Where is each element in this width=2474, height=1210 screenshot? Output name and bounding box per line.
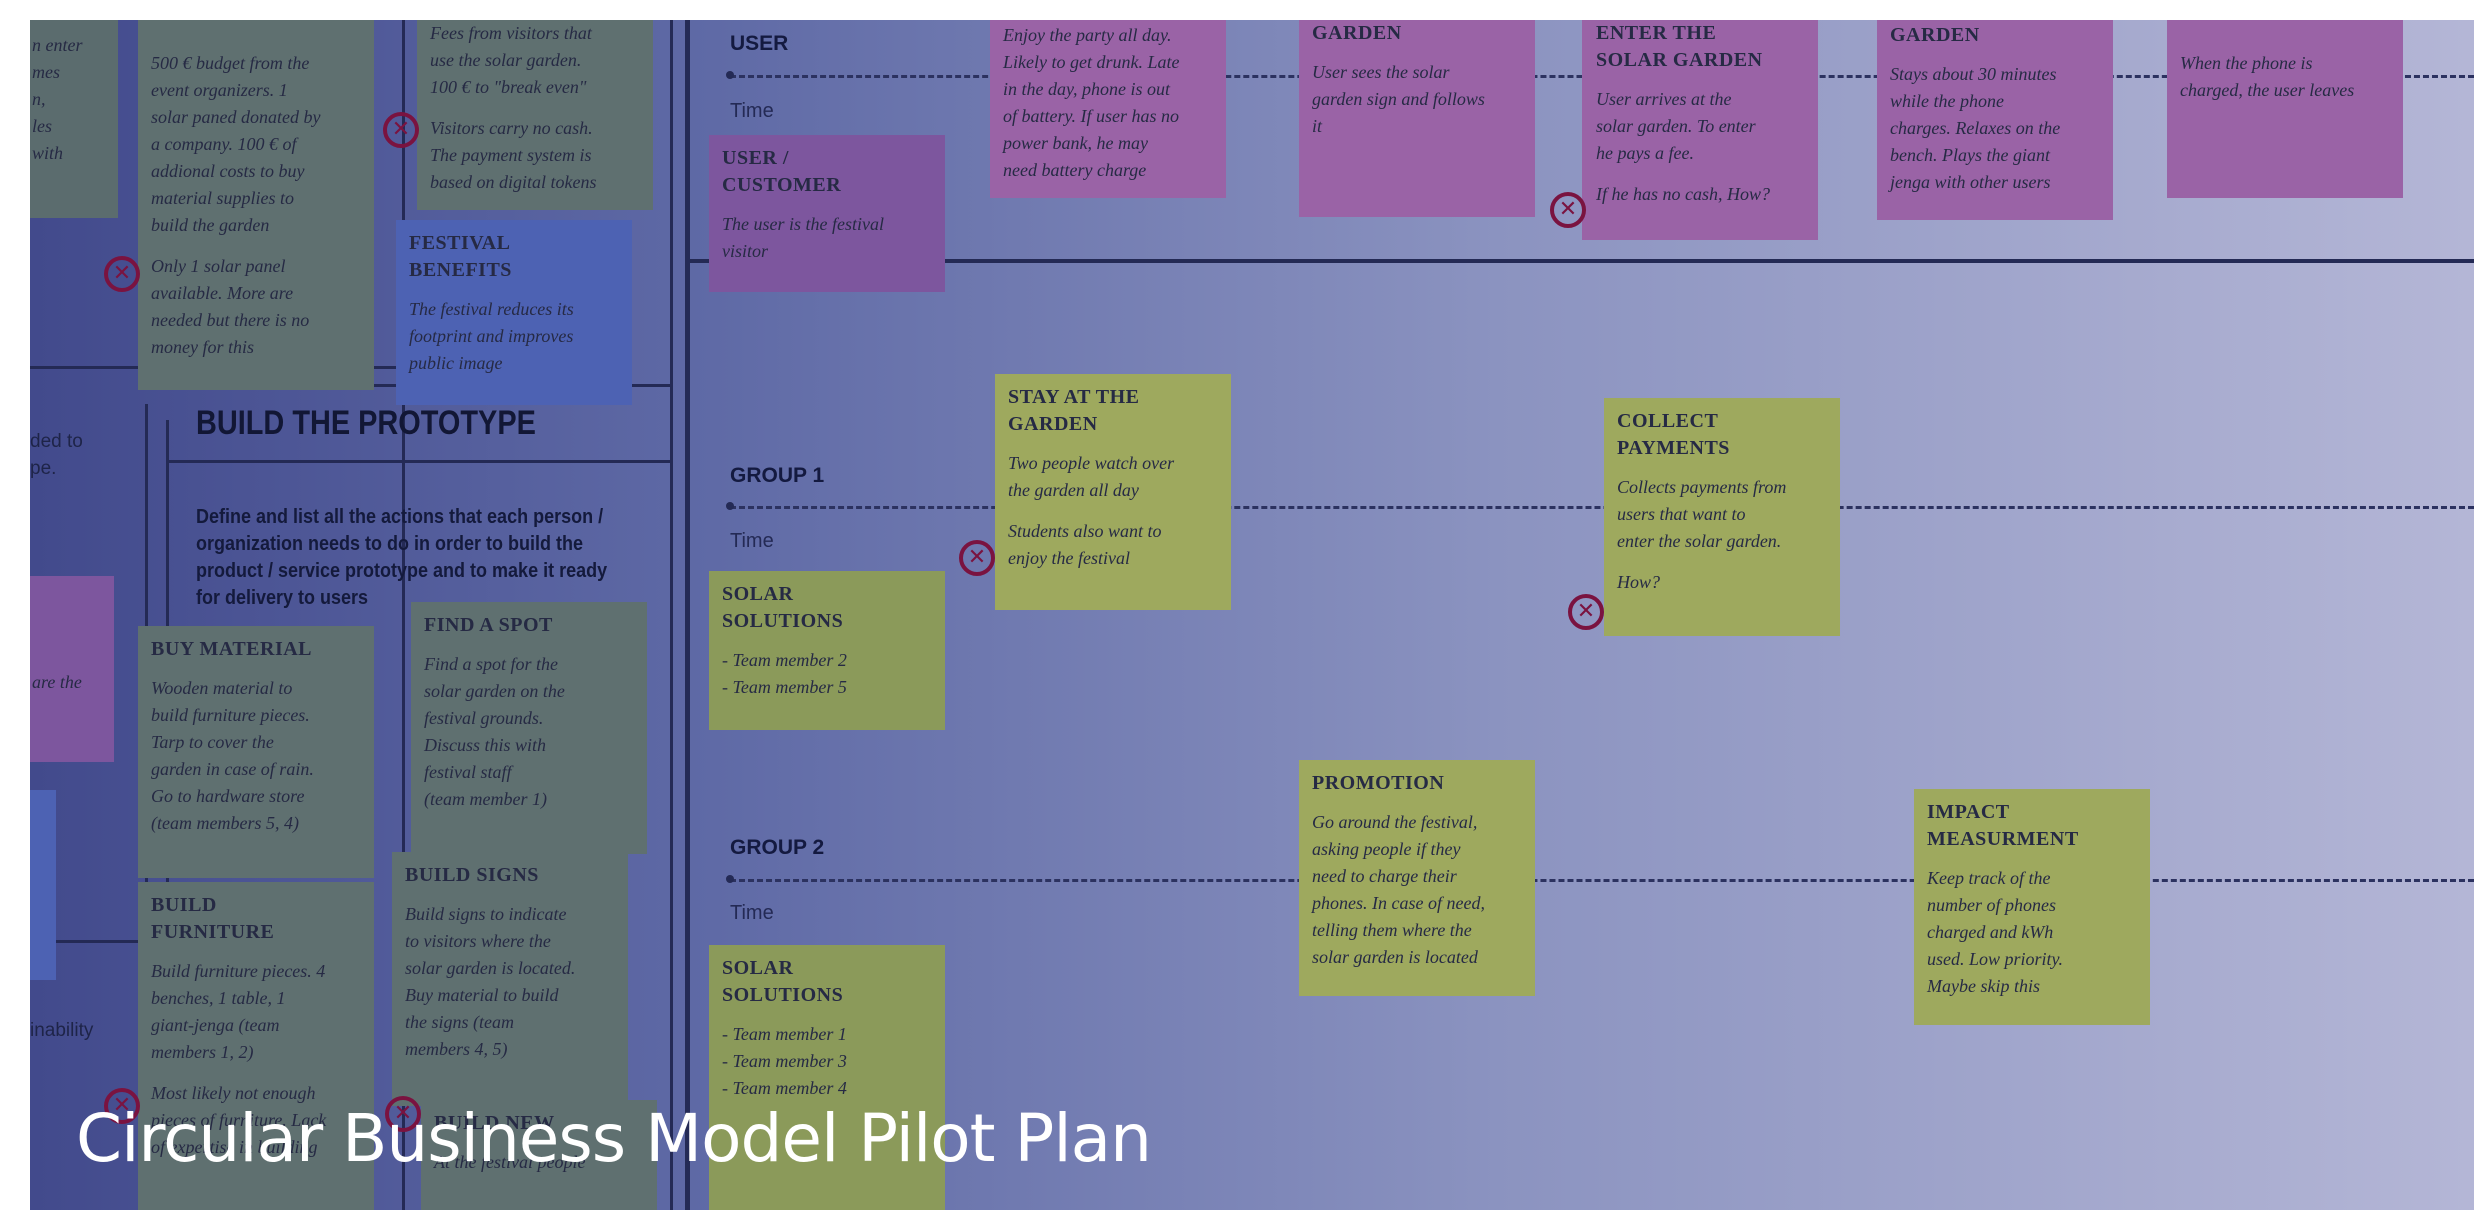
note-fragment-blue [30,790,56,980]
note-body: The user is the festival visitor [722,214,884,261]
note-body: - Team member 2 - Team member 5 [722,650,847,697]
note-title: IMPACT MEASURMENT [1927,801,2079,850]
time-label-group1: Time [730,530,774,552]
time-label-group2: Time [730,902,774,924]
group2-timeline-start [726,875,734,883]
time-label-user: Time [730,100,774,122]
note-budget: 500 € budget from the event organizers. … [138,20,374,390]
issue-marker-icon: ✕ [383,112,419,148]
note-title: USER / CUSTOMER [722,147,842,196]
note-body: Find a spot for the solar garden on the … [424,654,565,809]
note-title: SOLAR SOLUTIONS [722,583,844,632]
note-title: SOLAR SOLUTIONS [722,957,844,1006]
prototype-frame-right [670,20,673,1210]
note-body: n enter mes n, les with [32,35,83,163]
note-body: Build signs to indicate to visitors wher… [405,904,576,1059]
group1-timeline [730,506,2474,509]
note-title: BUY MATERIAL [151,638,313,660]
section-description: Define and list all the actions that eac… [196,506,608,609]
note-body: Stays about 30 minutes while the phone c… [1890,64,2061,192]
note-enjoy-party: Enjoy the party all day. Likely to get d… [990,20,1226,198]
note-issue: If he has no cash, How? [1596,184,1770,204]
note-body: Enjoy the party all day. Likely to get d… [1003,25,1180,180]
note-body: Fees from visitors that use the solar ga… [430,23,592,97]
note-body: When the phone is charged, the user leav… [2180,53,2355,100]
note-body: are the [32,672,82,692]
note-title: BUILD NEW [434,1112,555,1134]
issue-marker-icon: ✕ [104,256,140,292]
note-visitor-fees: Fees from visitors that use the solar ga… [417,20,653,210]
note-impact-measurment: IMPACT MEASURMENT Keep track of the numb… [1914,789,2150,1025]
text-fragment-ded: ded to pe. [30,431,83,479]
note-issue: Students also want to enjoy the festival [1008,521,1162,568]
text-fragment-inability: inability [30,1020,94,1041]
note-issue: How? [1617,572,1661,592]
note-find-garden: GARDEN User sees the solar garden sign a… [1299,20,1535,217]
note-title: PROMOTION [1312,772,1445,794]
note-festival-benefits: FESTIVAL BENEFITS The festival reduces i… [396,220,632,405]
left-lower-divider [30,940,145,943]
note-body: Wooden material to build furniture piece… [151,678,314,833]
actor-solar-solutions-2: SOLAR SOLUTIONS - Team member 1 - Team m… [709,945,945,1210]
note-buy-material: BUY MATERIAL Wooden material to build fu… [138,626,374,878]
user-timeline-start [726,71,734,79]
note-body: Keep track of the number of phones charg… [1927,868,2064,996]
note-title: FIND A SPOT [424,614,553,636]
note-stay-at-garden: STAY AT THE GARDEN Two people watch over… [995,374,1231,610]
note-title: ENTER THE SOLAR GARDEN [1596,22,1763,71]
note-enter-solar-garden: ENTER THE SOLAR GARDEN User arrives at t… [1582,20,1818,240]
note-body: - Team member 1 - Team member 3 - Team m… [722,1024,847,1098]
note-build-signs: BUILD SIGNS Build signs to indicate to v… [392,852,628,1106]
note-title: GARDEN [1312,22,1402,44]
issue-marker-icon: ✕ [104,1088,140,1124]
note-fragment-are: are the [30,576,114,762]
note-fragment-enter: n enter mes n, les with [30,20,118,218]
issue-marker-icon: ✕ [385,1096,421,1132]
lane-label-user: USER [730,32,789,55]
note-build-furniture: BUILD FURNITURE Build furniture pieces. … [138,882,374,1210]
note-user-leaves: When the phone is charged, the user leav… [2167,20,2403,198]
lane-label-group2: GROUP 2 [730,836,825,859]
timeline-divider [685,20,690,1210]
note-body: User arrives at the solar garden. To ent… [1596,89,1756,163]
note-issue: Most likely not enough pieces of furnitu… [151,1083,327,1157]
issue-marker-icon: ✕ [959,540,995,576]
note-body: Go around the festival, asking people if… [1312,812,1485,967]
section-title-build-prototype: BUILD THE PROTOTYPE [196,404,536,442]
issue-marker-icon: ✕ [1550,192,1586,228]
pilot-plan-board: USER Time GROUP 1 Time GROUP 2 Time USER… [30,20,2474,1210]
note-body: Two people watch over the garden all day [1008,453,1175,500]
note-issue: Only 1 solar panel available. More are n… [151,256,310,357]
user-lane-divider [690,259,2474,263]
page-title: Circular Business Model Pilot Plan [76,1100,1152,1177]
note-title: STAY AT THE GARDEN [1008,386,1140,435]
group1-timeline-start [726,502,734,510]
actor-user-customer: USER / CUSTOMER The user is the festival… [709,135,945,292]
note-find-a-spot: FIND A SPOT Find a spot for the solar ga… [411,602,647,854]
note-collect-payments: COLLECT PAYMENTS Collects payments from … [1604,398,1840,636]
note-title: GARDEN [1890,24,1980,46]
note-stay-garden: GARDEN Stays about 30 minutes while the … [1877,20,2113,220]
note-title: COLLECT PAYMENTS [1617,410,1730,459]
note-body: User sees the solar garden sign and foll… [1312,62,1485,136]
note-title: BUILD SIGNS [405,864,539,886]
note-title: FESTIVAL BENEFITS [409,232,512,281]
left-panel-divider [402,20,405,1210]
lane-label-group1: GROUP 1 [730,464,825,487]
note-body: Collects payments from users that want t… [1617,477,1787,551]
note-promotion: PROMOTION Go around the festival, asking… [1299,760,1535,996]
group2-timeline [730,879,2474,882]
note-body: 500 € budget from the event organizers. … [151,53,321,235]
note-title: BUILD FURNITURE [151,894,275,943]
note-body: The festival reduces its footprint and i… [409,299,574,373]
actor-solar-solutions-1: SOLAR SOLUTIONS - Team member 2 - Team m… [709,571,945,730]
note-build-new: BUILD NEW At the festival people [421,1100,657,1210]
prototype-title-underline [166,460,670,463]
note-body: Build furniture pieces. 4 benches, 1 tab… [151,961,326,1062]
note-issue: Visitors carry no cash. The payment syst… [430,118,597,192]
note-body: At the festival people [434,1152,586,1172]
issue-marker-icon: ✕ [1568,594,1604,630]
